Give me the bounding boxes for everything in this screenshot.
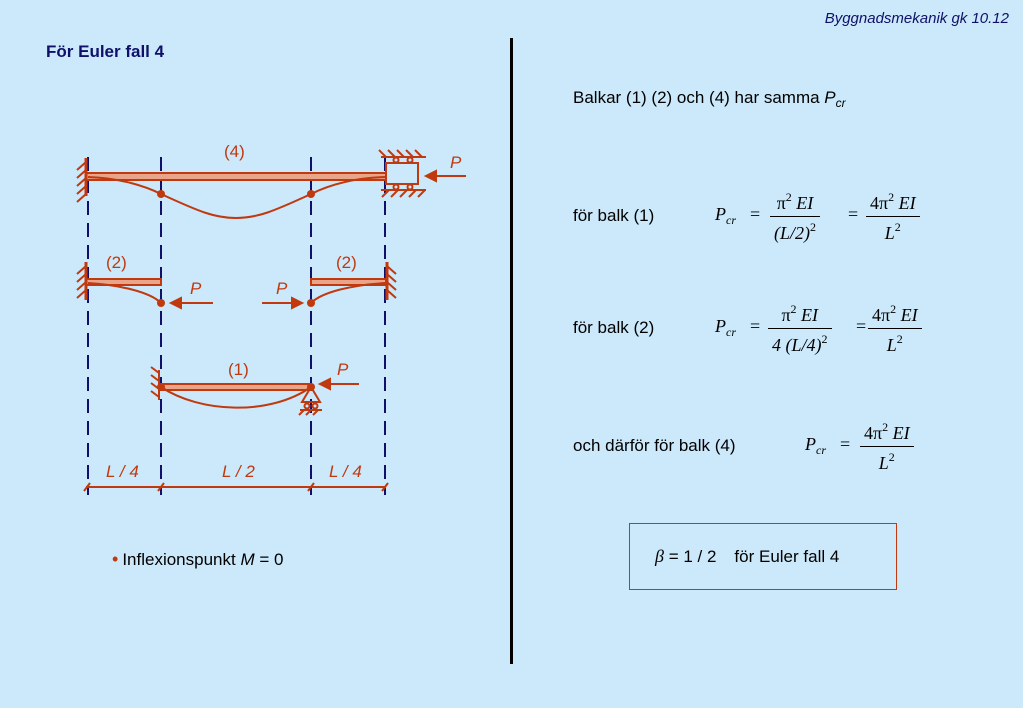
label-beam-4: (4)	[224, 142, 245, 161]
eq2-fraction-a: π2 EI 4 (L/4)2	[768, 302, 832, 356]
intro-sub: cr	[835, 96, 846, 110]
inflexion-points	[157, 190, 315, 391]
label-beam-2-right: (2)	[336, 253, 357, 272]
label-beam-2-left: (2)	[106, 253, 127, 272]
eq1-lhs: Pcr=	[715, 204, 761, 227]
deflection-4	[87, 176, 386, 220]
eq1-fraction-a: π2 EI (L/2)2	[770, 190, 820, 244]
intro-var: P	[824, 88, 836, 107]
deflection-1	[160, 386, 312, 409]
eq1-equals: =	[848, 204, 859, 224]
eq2-label: för balk (2)	[573, 318, 655, 337]
inflexion-marker: •	[112, 549, 119, 569]
intro-text: Balkar (1) (2) och (4) har samma Pcr	[573, 88, 846, 110]
eq2-lhs: Pcr=	[715, 316, 761, 339]
legend-eq: = 0	[254, 550, 284, 569]
answer-description: för Euler fall 4	[734, 547, 840, 566]
load-label-2-left: P	[190, 279, 202, 298]
page-title: För Euler fall 4	[46, 42, 165, 61]
eq3-label: och därför för balk (4)	[573, 436, 736, 455]
load-label-1: P	[337, 360, 349, 379]
legend: •Inflexionspunkt M = 0	[112, 549, 283, 570]
label-beam-1: (1)	[228, 360, 249, 379]
load-label-2-right: P	[276, 279, 288, 298]
eq1-fraction-b: 4π2 EI L2	[866, 190, 920, 244]
beam-1	[160, 383, 312, 391]
legend-var: M	[240, 550, 255, 569]
answer-text: β = 1 / 2 för Euler fall 4	[655, 546, 839, 567]
beam-figure: (4) (2) (2) (1) P P P P L / 4 L / 2 L / …	[76, 142, 466, 495]
answer-box	[629, 523, 897, 590]
intro-body: Balkar (1) (2) och (4) har samma	[573, 88, 825, 107]
page-header: Byggnadsmekanik gk 10.12	[824, 10, 1009, 27]
dim-right: L / 4	[329, 462, 362, 481]
load-label-4: P	[450, 153, 462, 172]
eq3-lhs: Pcr=	[805, 434, 851, 457]
beam-4	[85, 172, 387, 181]
vertical-divider	[510, 38, 513, 664]
eq3-fraction: 4π2 EI L2	[860, 420, 914, 474]
dim-mid: L / 2	[222, 462, 255, 481]
beta-symbol: β	[655, 546, 664, 566]
eq2-equals: =	[856, 316, 867, 336]
eq1-label: för balk (1)	[573, 206, 655, 225]
legend-text: Inflexionspunkt	[122, 550, 241, 569]
dashed-guides	[87, 157, 386, 495]
answer-value: = 1 / 2	[663, 547, 717, 566]
dim-left: L / 4	[106, 462, 139, 481]
eq2-fraction-b: 4π2 EI L2	[868, 302, 922, 356]
